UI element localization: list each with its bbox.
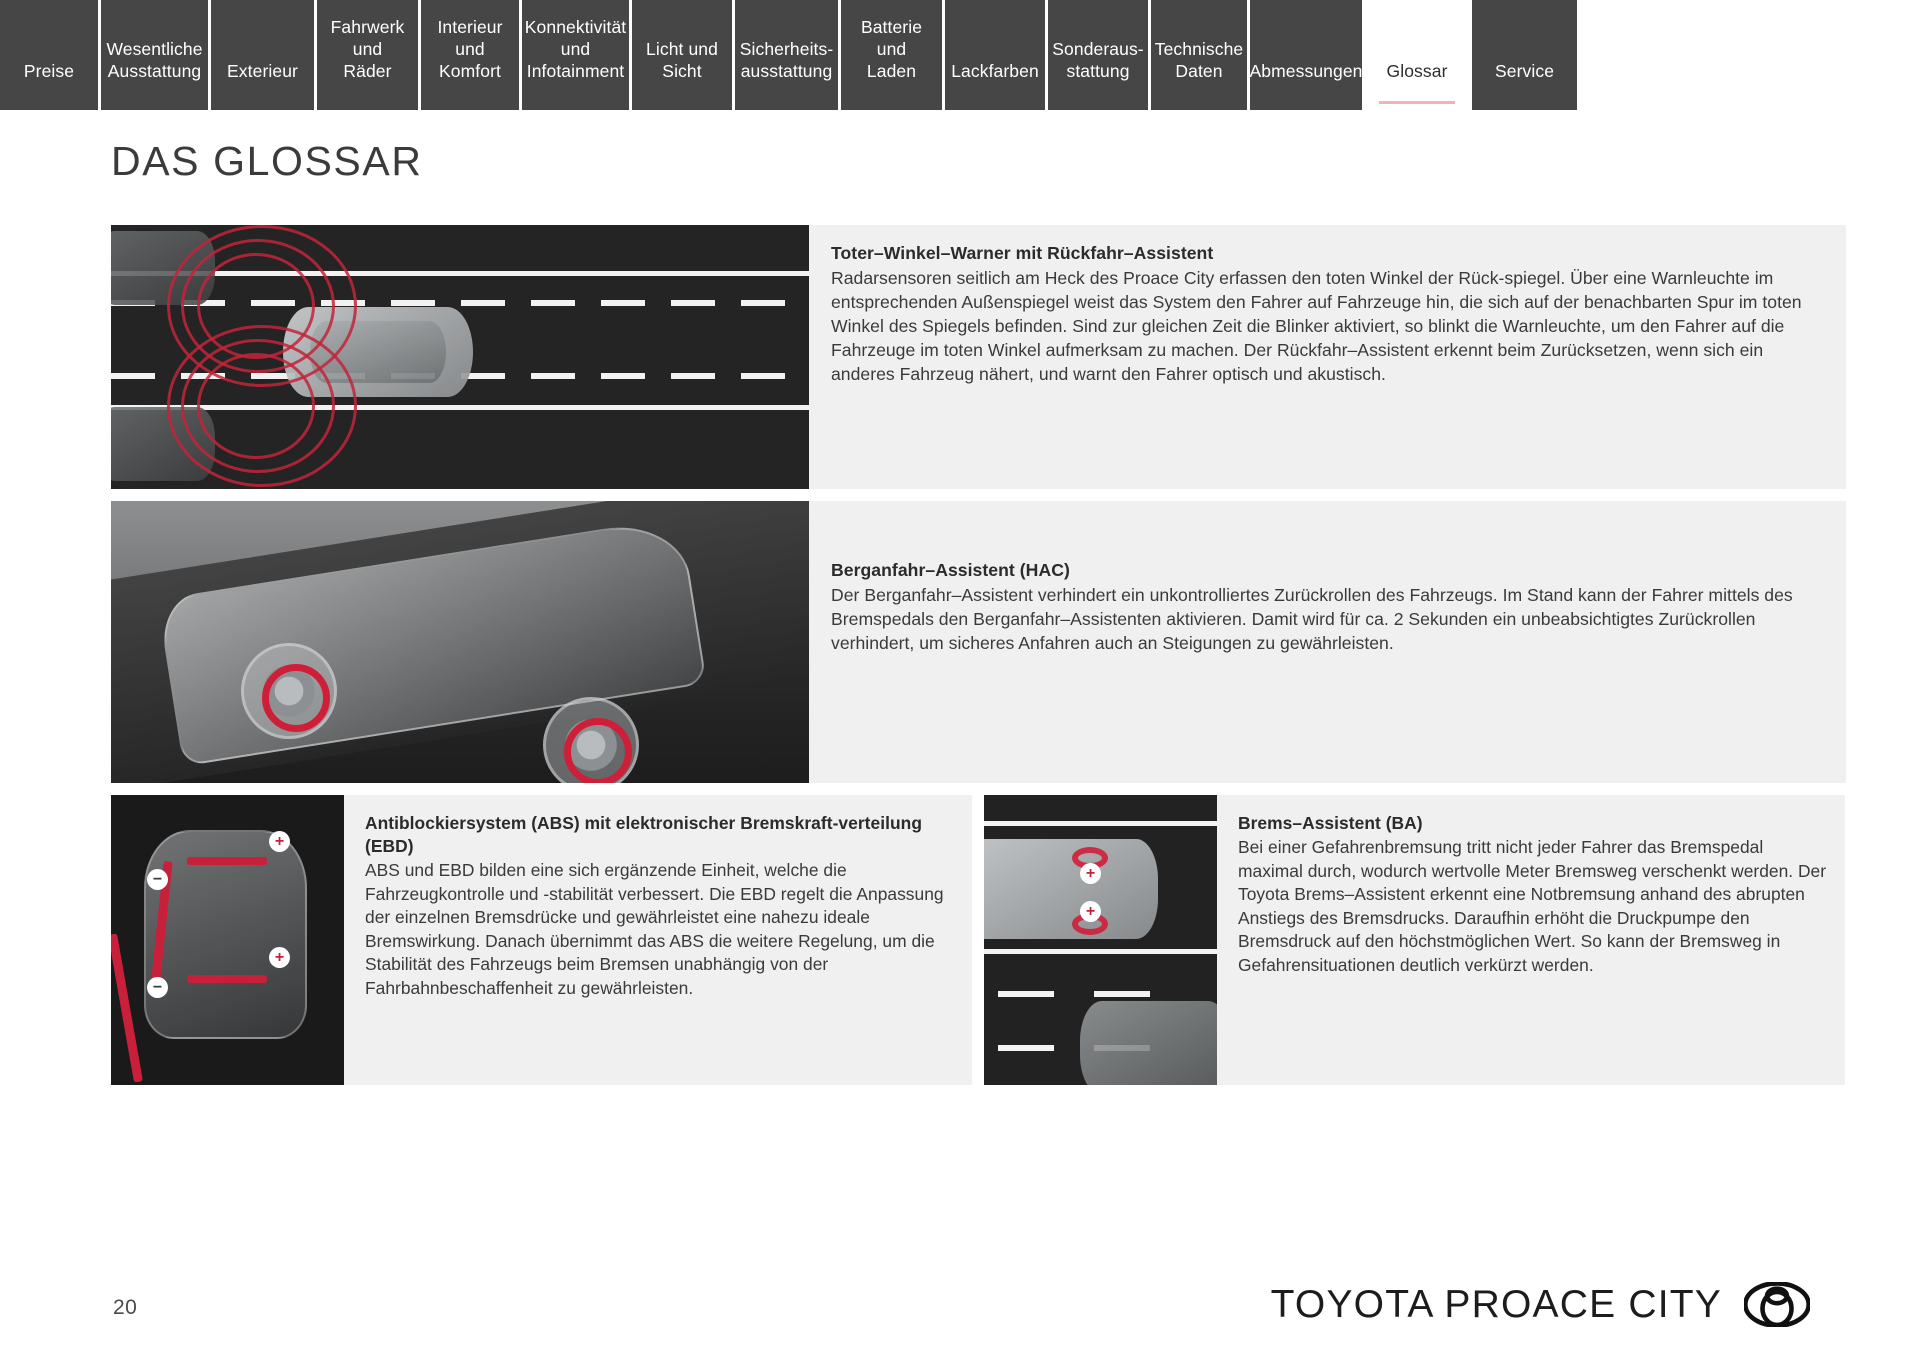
nav-tab-label: Licht und Sicht (646, 38, 718, 81)
entry-body: Radarsensoren seitlich am Heck des Proac… (831, 268, 1802, 385)
nav-tab-label: Interieur und (437, 16, 503, 59)
lane-marking-solid (984, 821, 1217, 826)
glossary-entry-brems-assistent: + + Brems–Assistent (BA) Bei einer Gefah… (984, 795, 1845, 1085)
brake-line (187, 975, 267, 983)
nav-tab-fahrwerk-und-raeder[interactable]: Fahrwerk und Räder (317, 0, 421, 110)
nav-tab-label: Infotainment (526, 60, 625, 81)
glossary-entries-list: Toter–Winkel–Warner mit Rückfahr–Assiste… (111, 225, 1846, 1085)
nav-tab-licht-und-sicht[interactable]: Licht und Sicht (632, 0, 735, 110)
plus-marker: + (269, 831, 290, 852)
main-navigation: Preise Wesentliche Ausstattung Exterieur… (0, 0, 1920, 110)
nav-tab-label: Konnektivität (524, 16, 627, 37)
front-wheel-brake (241, 643, 337, 739)
nav-tab-label: Preise (23, 60, 75, 81)
entry-heading: Toter–Winkel–Warner mit Rückfahr–Assiste… (831, 243, 1214, 263)
nav-tab-label: Fahrwerk (330, 16, 405, 37)
nav-tab-label: Ausstattung (107, 60, 202, 81)
lane-marking-solid (111, 271, 809, 276)
brand-lockup: TOYOTA PROACE CITY (1271, 1282, 1810, 1327)
nav-tab-batterie-und-laden[interactable]: Batterie und Laden (841, 0, 945, 110)
brake-line (187, 857, 267, 865)
nav-tab-label: Technische (1154, 38, 1244, 59)
nav-tab-label: Glossar (1386, 60, 1448, 81)
nav-tab-konnektivitaet-und-infotainment[interactable]: Konnektivität und Infotainment (522, 0, 632, 110)
nav-tab-label: ausstattung (740, 60, 833, 81)
nav-tab-interieur-und-komfort[interactable]: Interieur und Komfort (421, 0, 522, 110)
entry-body: ABS und EBD bilden eine sich ergänzende … (365, 859, 944, 998)
nav-tab-label: und (560, 38, 591, 59)
nav-tab-label: Abmessungen (1249, 60, 1363, 81)
nav-tab-abmessungen[interactable]: Abmessungen (1250, 0, 1365, 110)
blind-spot-monitor-illustration (111, 225, 809, 489)
nav-tab-glossar[interactable]: Glossar (1365, 0, 1472, 110)
nav-tab-label: Wesentliche (106, 38, 203, 59)
lane-marking-solid (111, 405, 809, 410)
page-number: 20 (113, 1296, 138, 1319)
nav-tab-label: Daten (1175, 60, 1223, 81)
page-footer: 20 TOYOTA PROACE CITY (0, 1282, 1920, 1336)
lane-marking-solid (984, 949, 1217, 954)
lane-marking-dashed (998, 1045, 1054, 1051)
nav-tab-label: Batterie (860, 16, 923, 37)
brand-name: TOYOTA PROACE CITY (1270, 1282, 1722, 1326)
entry-heading: Antiblockiersystem (ABS) mit elektronisc… (365, 813, 923, 856)
braking-vehicle (984, 839, 1158, 939)
entry-heading: Berganfahr–Assistent (HAC) (831, 560, 1070, 580)
minus-marker: − (147, 869, 168, 890)
nav-tab-label: Sonderaus- (1052, 38, 1144, 59)
entry-heading: Brems–Assistent (BA) (1238, 813, 1423, 833)
nav-tab-wesentliche-ausstattung[interactable]: Wesentliche Ausstattung (101, 0, 211, 110)
glossary-entry-toter-winkel-warner: Toter–Winkel–Warner mit Rückfahr–Assiste… (111, 225, 1846, 489)
nav-tab-sicherheitsausstattung[interactable]: Sicherheits- ausstattung (735, 0, 841, 110)
lane-marking-dashed (998, 991, 1054, 997)
entry-text-block: Toter–Winkel–Warner mit Rückfahr–Assiste… (809, 225, 1846, 489)
rear-wheel-brake (543, 697, 639, 783)
glossary-entry-berganfahr-assistent: Berganfahr–Assistent (HAC) Der Berganfah… (111, 501, 1846, 783)
nav-tab-lackfarben[interactable]: Lackfarben (945, 0, 1048, 110)
plus-marker: + (1080, 901, 1101, 922)
hill-assist-control-illustration (111, 501, 809, 783)
nav-tab-label: Komfort (439, 60, 501, 81)
lane-marking-dashed (1094, 991, 1150, 997)
entry-text-block: Berganfahr–Assistent (HAC) Der Berganfah… (809, 501, 1846, 783)
minus-marker: − (147, 977, 168, 998)
page-title: DAS GLOSSAR (111, 138, 423, 184)
nav-tab-label: Sicherheits- (739, 38, 834, 59)
nav-tab-label: Exterieur (227, 60, 298, 81)
toyota-logo (1744, 1282, 1810, 1327)
nav-tab-preise[interactable]: Preise (0, 0, 101, 110)
following-vehicle (1080, 1001, 1217, 1085)
page-content: DAS GLOSSAR (0, 110, 1920, 1358)
brake-assist-illustration: + + (984, 795, 1217, 1085)
nav-tab-label: und Räder (343, 38, 392, 81)
dark-background (111, 795, 344, 1085)
entry-body: Der Berganfahr–Assistent verhindert ein … (831, 585, 1793, 654)
nav-tab-service[interactable]: Service (1472, 0, 1577, 110)
plus-marker: + (269, 947, 290, 968)
nav-tab-label: Lackfarben (951, 60, 1039, 81)
nav-tab-technische-daten[interactable]: Technische Daten (1151, 0, 1250, 110)
nav-tab-exterieur[interactable]: Exterieur (211, 0, 317, 110)
radar-wave (167, 325, 357, 487)
glossary-entry-antiblockiersystem: + + − − Antiblockiersystem (ABS) mit ele… (111, 795, 972, 1085)
nav-tab-label: und Laden (866, 38, 917, 81)
plus-marker: + (1080, 863, 1101, 884)
entry-text-block: Antiblockiersystem (ABS) mit elektronisc… (344, 795, 972, 1085)
nav-tab-label: stattung (1066, 60, 1130, 81)
entry-body: Bei einer Gefahrenbremsung tritt nicht j… (1238, 836, 1827, 975)
glossary-entries-row: + + − − Antiblockiersystem (ABS) mit ele… (111, 795, 1846, 1085)
entry-text-block: Brems–Assistent (BA) Bei einer Gefahrenb… (1217, 795, 1845, 1085)
nav-tab-sonderausstattung[interactable]: Sonderaus- stattung (1048, 0, 1151, 110)
nav-tab-label: Service (1494, 60, 1555, 81)
abs-ebd-brake-system-illustration: + + − − (111, 795, 344, 1085)
